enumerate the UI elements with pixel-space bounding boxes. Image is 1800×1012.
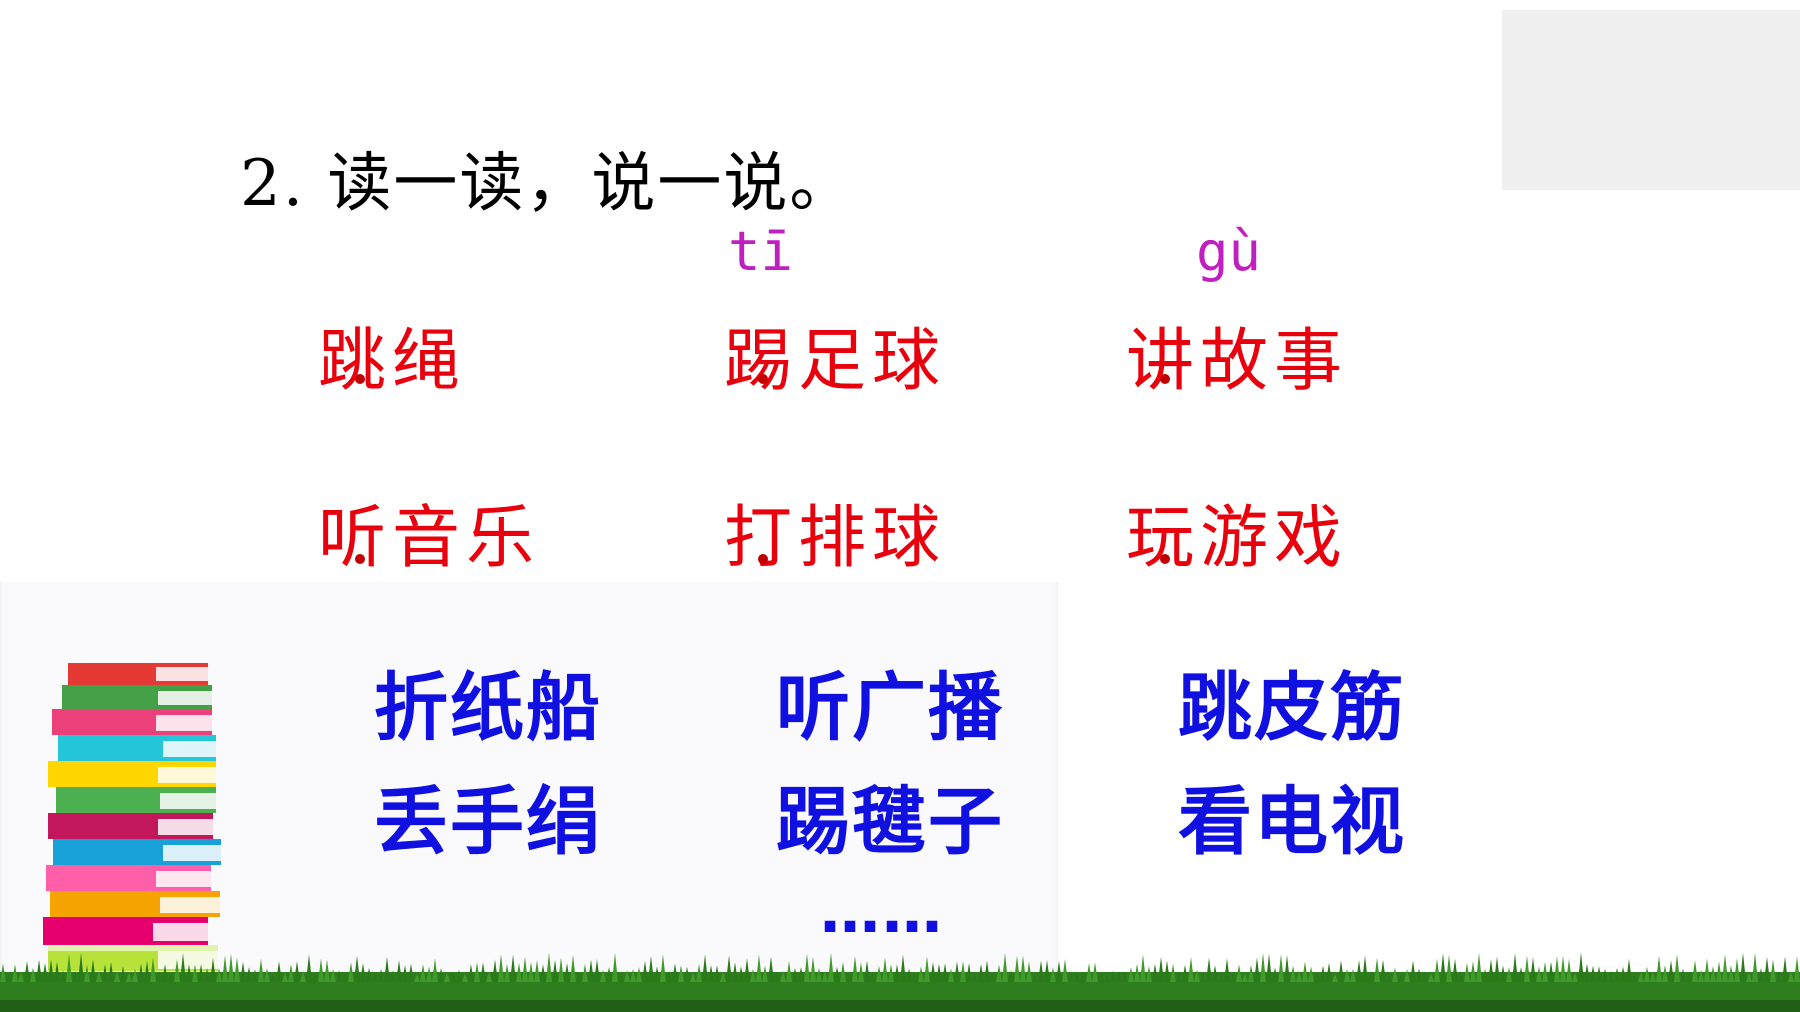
blue-word-1: 折纸船 — [374, 665, 602, 751]
emphasis-dot — [758, 554, 768, 564]
corner-gray-box — [1502, 10, 1800, 190]
red-word-2: 踢足球 — [724, 322, 947, 401]
ellipsis: …… — [820, 877, 944, 947]
blue-word-6: 看电视 — [1178, 779, 1406, 865]
page-title: 2. 读一读，说一说。 — [240, 147, 856, 221]
emphasis-dot — [355, 554, 365, 564]
pinyin-gu: gù — [1196, 220, 1262, 283]
blue-word-4: 丢手绢 — [374, 779, 602, 865]
red-word-3: 讲故事 — [1126, 322, 1349, 401]
red-word-5: 打排球 — [724, 499, 947, 578]
emphasis-dot — [1160, 374, 1170, 384]
blue-word-3: 跳皮筋 — [1178, 665, 1406, 751]
grass-strip — [0, 952, 1800, 1012]
emphasis-dot — [758, 374, 768, 384]
book-stack-icon — [43, 663, 221, 971]
red-word-6: 玩游戏 — [1126, 499, 1349, 578]
red-word-1: 跳绳 — [318, 322, 467, 401]
red-word-4: 听音乐 — [318, 499, 541, 578]
blue-word-5: 踢毽子 — [776, 779, 1004, 865]
emphasis-dot — [1160, 554, 1170, 564]
pinyin-ti: tī — [728, 220, 794, 283]
emphasis-dot — [355, 374, 365, 384]
blue-word-2: 听广播 — [776, 665, 1004, 751]
